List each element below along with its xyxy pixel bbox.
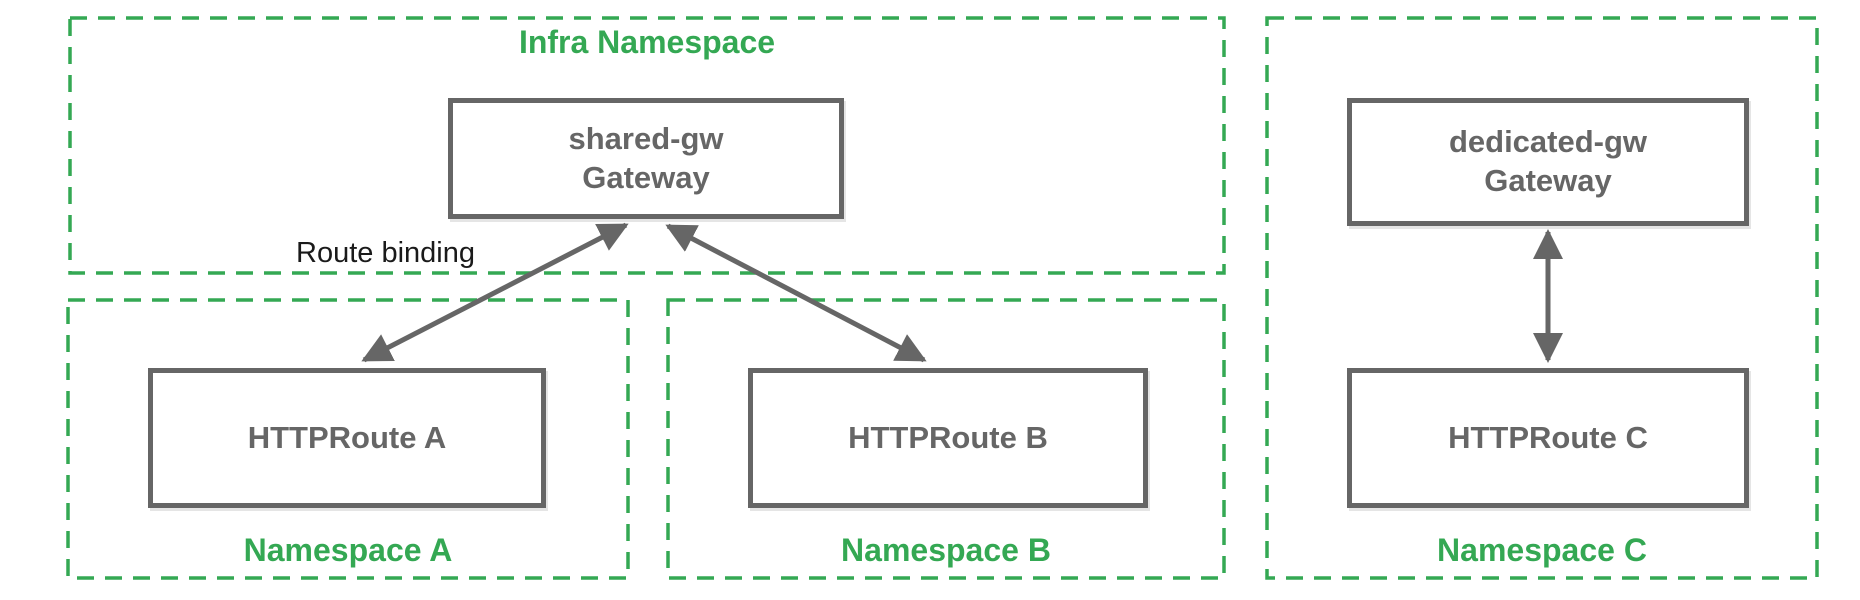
infra-namespace-border <box>68 16 1226 275</box>
dedicated-gw-gateway-node: dedicated-gw Gateway <box>1347 98 1749 226</box>
http-route-b-node: HTTPRoute B <box>748 368 1148 508</box>
http-route-c-label: HTTPRoute C <box>1448 419 1648 455</box>
http-route-c-node: HTTPRoute C <box>1347 368 1749 508</box>
namespace-a-label: Namespace A <box>243 532 453 568</box>
edge-route-a-to-shared-gw <box>361 222 629 363</box>
namespace-b-border <box>666 298 1226 580</box>
http-route-a-label: HTTPRoute A <box>247 419 447 455</box>
shared-gw-name: shared-gw <box>568 120 724 156</box>
namespace-a-border <box>66 298 630 580</box>
dedicated-gw-name: dedicated-gw <box>1448 124 1648 160</box>
shared-gw-gateway-node: shared-gw Gateway <box>448 98 844 219</box>
shared-gw-kind: Gateway <box>582 159 710 195</box>
infra-namespace-label: Infra Namespace <box>518 24 776 60</box>
dedicated-gw-kind: Gateway <box>1484 163 1612 198</box>
http-route-b-label: HTTPRoute B <box>848 419 1048 455</box>
namespace-c-border <box>1265 16 1819 580</box>
namespace-b-label: Namespace B <box>841 532 1051 568</box>
edge-shared-gw-to-route-b <box>665 223 927 363</box>
http-route-a-node: HTTPRoute A <box>148 368 546 508</box>
route-binding-annotation: Route binding <box>296 237 475 269</box>
namespace-c-label: Namespace C <box>1437 532 1647 568</box>
